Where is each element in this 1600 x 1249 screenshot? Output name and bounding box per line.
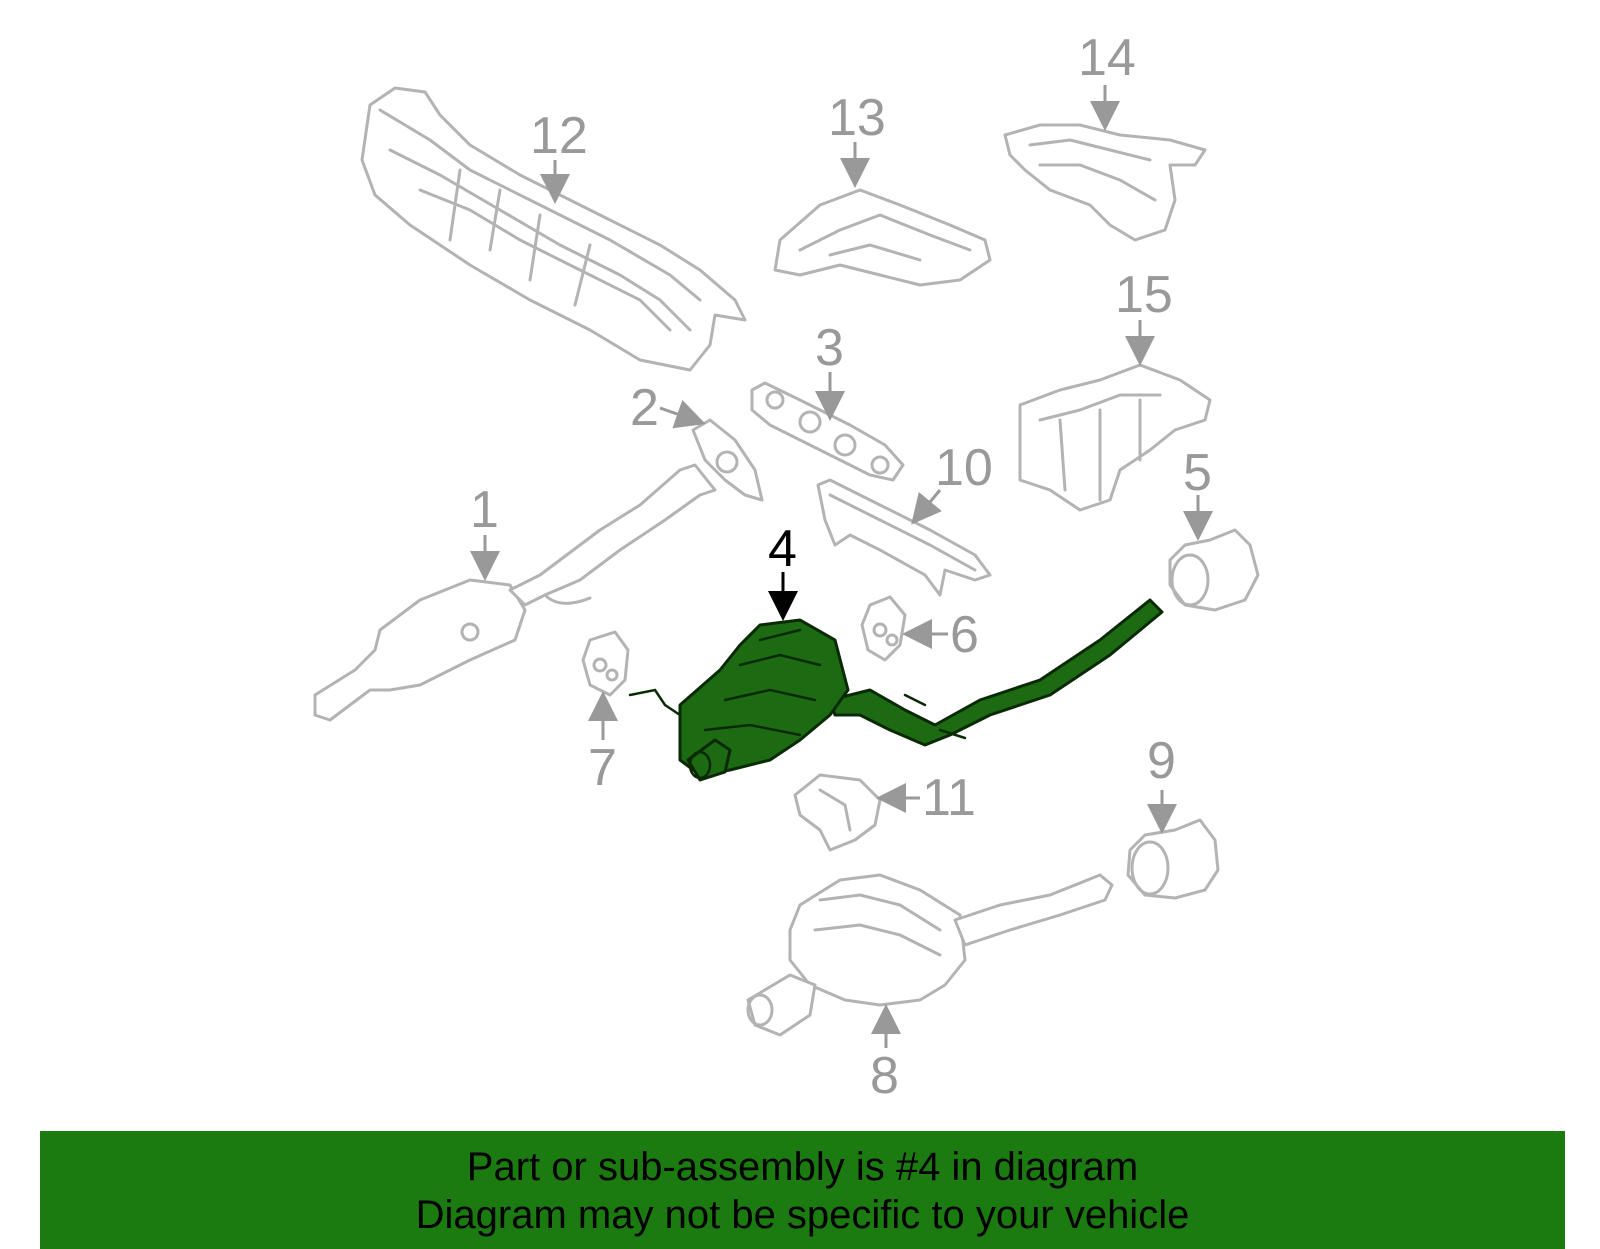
- part-3-bracket[interactable]: [750, 381, 905, 482]
- callout-9: 9: [1147, 732, 1176, 790]
- callout-11: 11: [922, 769, 976, 827]
- callout-12: 12: [530, 107, 588, 165]
- callout-14: 14: [1078, 29, 1136, 87]
- callout-7: 7: [588, 739, 617, 797]
- leader-arrows: [470, 85, 1213, 1048]
- banner-line-part: Part or sub-assembly is #4 in diagram: [466, 1145, 1139, 1189]
- part-8-rear-muffler[interactable]: [746, 873, 1114, 1037]
- part-1-catalytic-converter[interactable]: [313, 463, 717, 722]
- part-10-bracket[interactable]: [816, 478, 992, 597]
- part-4-center-muffler-highlighted[interactable]: [628, 598, 1164, 782]
- banner-line-disclaimer: Diagram may not be specific to your vehi…: [415, 1193, 1190, 1237]
- part-9-clamp[interactable]: [1126, 818, 1220, 900]
- callout-labels: 1 2 3 4 5 6 7 8 9 10 11 12 13 14 15: [470, 29, 1212, 1105]
- part-12-heat-shield[interactable]: [360, 86, 747, 372]
- part-5-clamp[interactable]: [1168, 528, 1260, 612]
- part-11-bracket[interactable]: [793, 773, 882, 852]
- callout-4: 4: [768, 520, 797, 578]
- part-15-heat-shield[interactable]: [1018, 363, 1212, 512]
- part-2-gasket[interactable]: [691, 418, 764, 502]
- callout-8: 8: [870, 1047, 899, 1105]
- callout-2: 2: [630, 379, 659, 437]
- callout-3: 3: [815, 319, 844, 377]
- part-6-hanger[interactable]: [860, 595, 907, 662]
- info-banner: Part or sub-assembly is #4 in diagram Di…: [40, 1131, 1565, 1249]
- callout-10: 10: [935, 439, 993, 497]
- callout-5: 5: [1183, 444, 1212, 502]
- callout-6: 6: [950, 606, 979, 664]
- part-7-hanger[interactable]: [581, 630, 630, 697]
- part-13-heat-shield[interactable]: [773, 188, 992, 287]
- callout-13: 13: [828, 89, 886, 147]
- callout-15: 15: [1115, 266, 1173, 324]
- part-14-heat-shield[interactable]: [1003, 123, 1207, 242]
- callout-1: 1: [470, 481, 499, 539]
